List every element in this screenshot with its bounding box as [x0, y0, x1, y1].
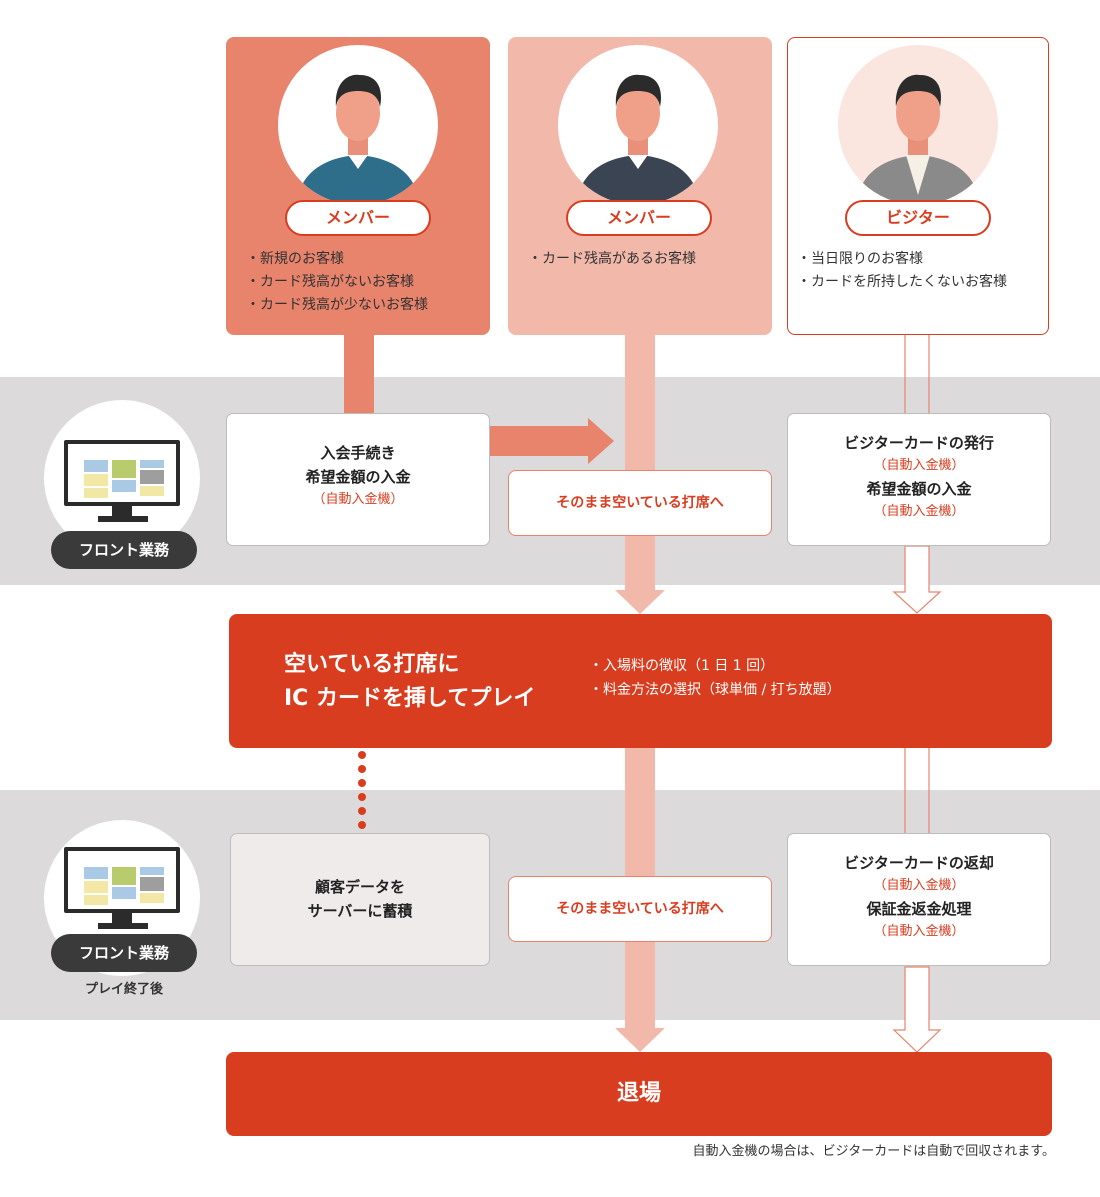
list-item: 料金方法の選択（球単価 / 打ち放題）	[589, 678, 841, 702]
direct-to-booth-2-label: そのまま空いている打席へ	[556, 901, 724, 917]
visitor-issue-note2: （自動入金機）	[873, 504, 965, 519]
footnote: 自動入金機の場合は、ビジターカードは自動で回収されます。	[692, 1144, 1055, 1159]
visitor-return-line2: 保証金返金処理	[866, 900, 972, 918]
after-play-label: プレイ終了後	[84, 982, 163, 997]
dot	[358, 821, 366, 829]
list-item: カード残高が少ないお客様	[246, 294, 428, 317]
monitor-icon	[64, 847, 180, 929]
dot	[358, 779, 366, 787]
play-title-line2: IC カードを挿してプレイ	[284, 686, 536, 711]
list-item: カード残高がないお客様	[246, 271, 428, 294]
play-bar: 空いている打席に IC カードを挿してプレイ 入場料の徴収（1 日 1 回） 料…	[229, 614, 1052, 748]
connector-visitor-lower	[892, 747, 942, 1053]
new-member-bullets: 新規のお客様 カード残高がないお客様 カード残高が少ないお客様	[246, 248, 428, 317]
visitor-return-note2: （自動入金機）	[873, 924, 965, 939]
front-desk-label-2: フロント業務	[51, 934, 197, 972]
customer-data-box: 顧客データを サーバーに蓄積	[230, 833, 490, 966]
dot	[358, 793, 366, 801]
new-member-avatar	[278, 45, 438, 205]
visitor-bullets: 当日限りのお客様 カードを所持したくないお客様	[797, 248, 1007, 294]
direct-to-booth-1: そのまま空いている打席へ	[508, 470, 772, 536]
arrow-head-signup	[588, 418, 614, 464]
visitor-issue-box: ビジターカードの発行 （自動入金機） 希望金額の入金 （自動入金機）	[787, 413, 1051, 546]
play-title: 空いている打席に IC カードを挿してプレイ	[284, 648, 535, 716]
dot	[358, 807, 366, 815]
signup-line2: 希望金額の入金	[305, 468, 411, 486]
exit-bar: 退場	[226, 1052, 1052, 1136]
member-avatar	[558, 45, 718, 205]
play-bullets: 入場料の徴収（1 日 1 回） 料金方法の選択（球単価 / 打ち放題）	[589, 654, 841, 702]
list-item: カード残高があるお客様	[528, 248, 696, 271]
visitor-return-note1: （自動入金機）	[873, 878, 965, 893]
direct-to-booth-1-label: そのまま空いている打席へ	[556, 495, 724, 511]
visitor-issue-note1: （自動入金機）	[873, 458, 965, 473]
signup-line1: 入会手続き	[320, 444, 396, 462]
member-pill: メンバー	[566, 200, 712, 236]
monitor-icon	[64, 440, 180, 522]
visitor-issue-line2: 希望金額の入金	[866, 480, 972, 498]
customer-data-line2: サーバーに蓄積	[307, 902, 413, 920]
new-member-pill: メンバー	[285, 200, 431, 236]
arrow-head-member	[615, 590, 665, 614]
dot	[358, 751, 366, 759]
visitor-return-box: ビジターカードの返却 （自動入金機） 保証金返金処理 （自動入金機）	[787, 833, 1051, 966]
customer-data-line1: 顧客データを	[314, 878, 405, 896]
exit-label: 退場	[616, 1081, 661, 1106]
list-item: 入場料の徴収（1 日 1 回）	[589, 654, 841, 678]
front-desk-label-1: フロント業務	[51, 531, 197, 569]
member-bullets: カード残高があるお客様	[528, 248, 696, 271]
connector-signup-to-play	[490, 426, 590, 456]
list-item: 当日限りのお客様	[797, 248, 1007, 271]
direct-to-booth-2: そのまま空いている打席へ	[508, 876, 772, 942]
connector-member	[625, 330, 655, 595]
play-title-line1: 空いている打席に	[284, 652, 460, 677]
list-item: 新規のお客様	[246, 248, 428, 271]
visitor-return-line1: ビジターカードの返却	[844, 854, 994, 872]
visitor-issue-line1: ビジターカードの発行	[844, 434, 994, 452]
visitor-pill: ビジター	[845, 200, 991, 236]
connector-new-member	[344, 330, 374, 415]
connector-visitor-top	[892, 330, 942, 614]
visitor-avatar	[838, 45, 998, 205]
signup-box: 入会手続き 希望金額の入金 （自動入金機）	[226, 413, 490, 546]
dot	[358, 765, 366, 773]
arrow-head-member-lower	[615, 1028, 665, 1052]
signup-note: （自動入金機）	[312, 492, 404, 507]
list-item: カードを所持したくないお客様	[797, 271, 1007, 294]
